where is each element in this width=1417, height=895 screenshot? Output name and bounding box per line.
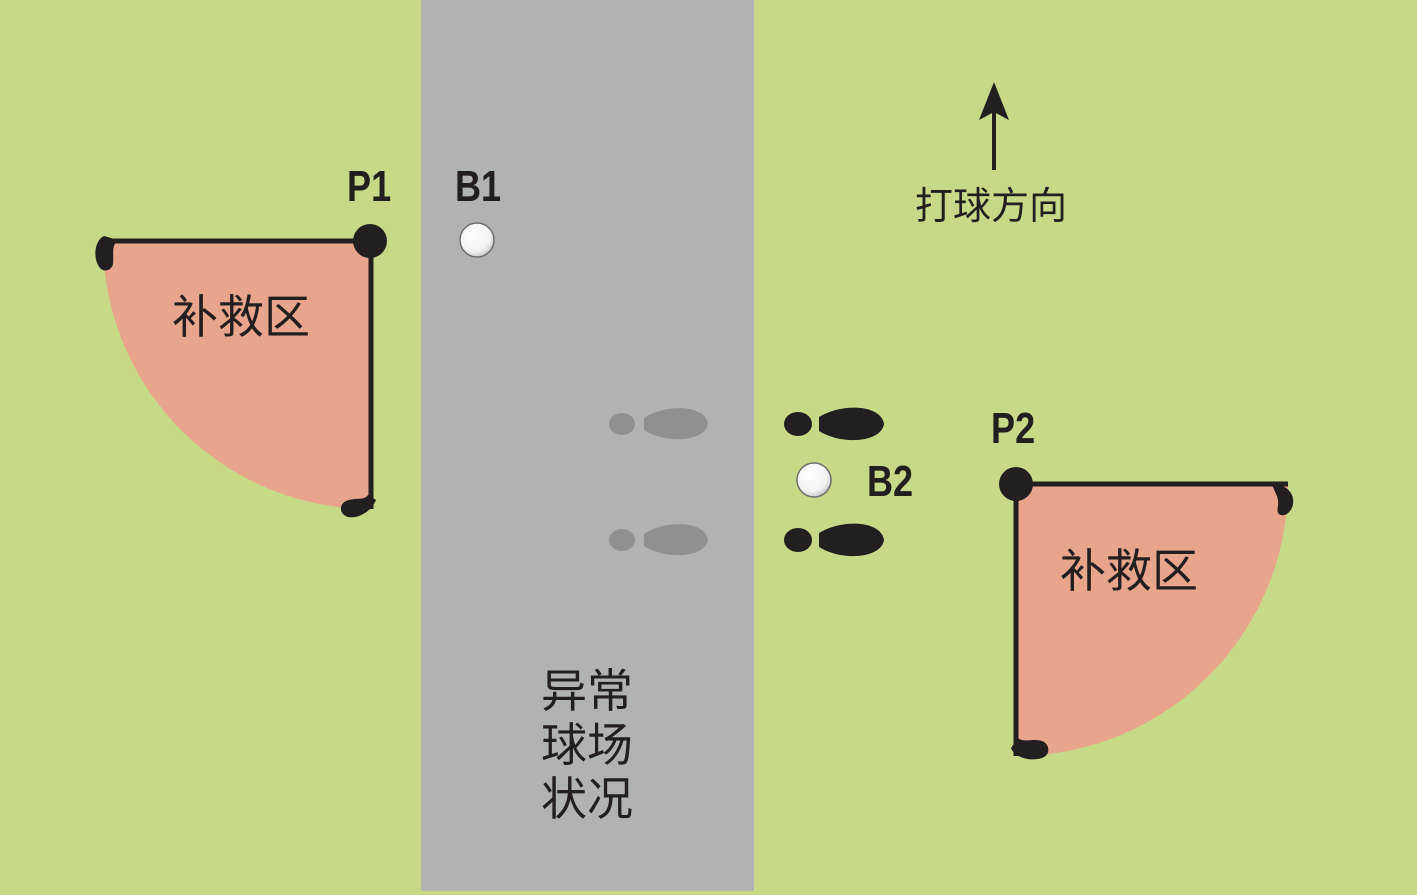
direction-of-play-label: 打球方向 bbox=[915, 184, 1068, 228]
point-label-b1: B1 bbox=[455, 162, 502, 211]
reference-marker-icon bbox=[340, 495, 376, 518]
golf-ball-icon bbox=[459, 222, 495, 258]
reference-marker-icon bbox=[1011, 738, 1049, 760]
arrow-up-icon bbox=[979, 82, 1009, 170]
shoe-print-icon bbox=[609, 524, 708, 556]
golf-ball-icon bbox=[796, 462, 832, 498]
shoe-print-icon bbox=[784, 523, 884, 557]
abnormal-condition-line-3: 状况 bbox=[541, 772, 633, 826]
point-label-p2: P2 bbox=[991, 404, 1036, 453]
reference-point-p1 bbox=[353, 224, 387, 258]
relief-area-2 bbox=[999, 467, 1294, 760]
point-label-p1: P1 bbox=[347, 162, 392, 211]
abnormal-condition-line-1: 异常 bbox=[541, 664, 633, 718]
new-footprints bbox=[784, 407, 884, 557]
shoe-print-icon bbox=[784, 407, 884, 441]
abnormal-condition-line-2: 球场 bbox=[541, 718, 633, 772]
relief-area-1 bbox=[95, 224, 387, 518]
point-label-b2: B2 bbox=[867, 457, 914, 506]
shoe-print-icon bbox=[609, 408, 708, 440]
relief-area-label-2: 补救区 bbox=[1060, 544, 1198, 598]
relief-area-label-1: 补救区 bbox=[172, 290, 310, 344]
abnormal-condition-area bbox=[421, 0, 754, 891]
reference-marker-icon bbox=[95, 236, 118, 271]
abnormal-condition-label: 异常 球场 状况 bbox=[527, 664, 647, 826]
reference-marker-icon bbox=[1272, 484, 1294, 516]
old-footprints bbox=[609, 408, 708, 556]
reference-point-p2 bbox=[999, 467, 1033, 501]
